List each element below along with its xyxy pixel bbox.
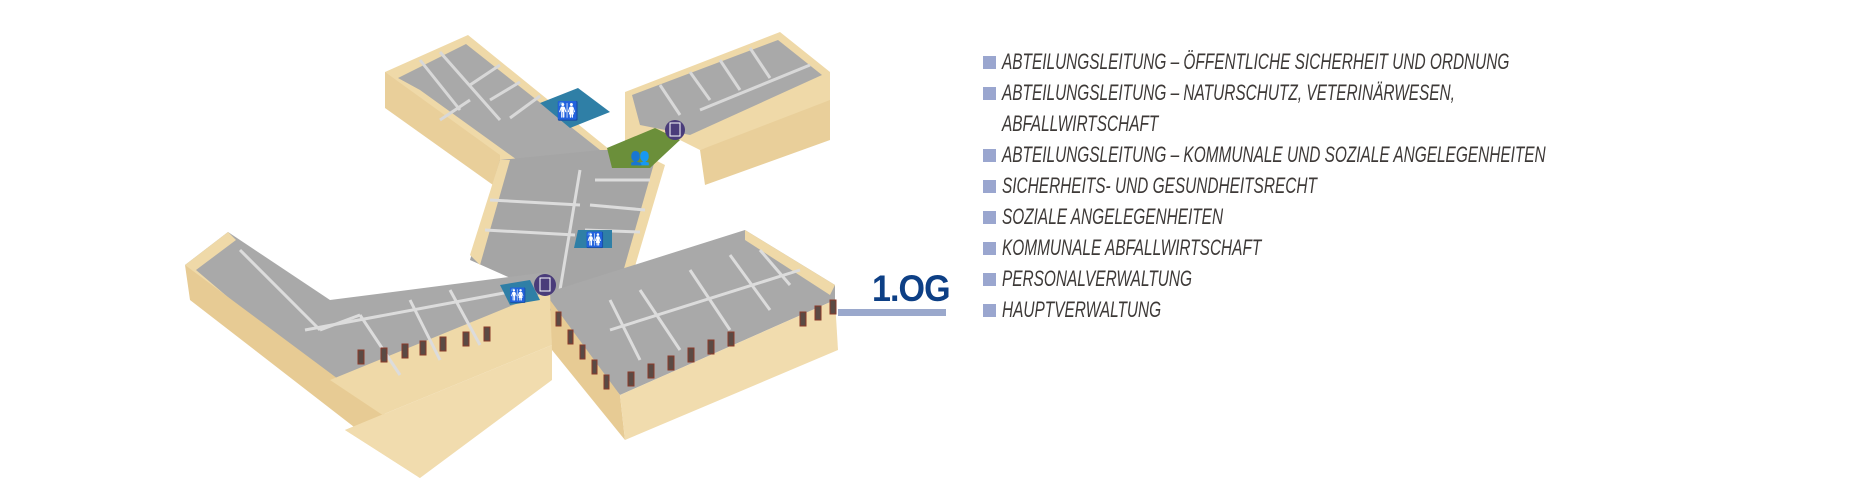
legend-label: SOZIALE ANGELEGENHEITEN (1002, 204, 1224, 229)
meeting-room: 👥 (607, 128, 680, 168)
legend-swatch (983, 149, 996, 162)
legend-swatch (983, 242, 996, 255)
legend-swatch (983, 211, 996, 224)
legend-swatch (983, 87, 996, 100)
floor-level-label: 1.OG (872, 268, 951, 309)
legend-swatch (983, 180, 996, 193)
floor-level-leader-line (838, 309, 946, 316)
legend-label: ABTEILUNGSLEITUNG – ÖFFENTLICHE SICHERHE… (1002, 49, 1510, 74)
legend-label: SICHERHEITS- UND GESUNDHEITSRECHT (1002, 173, 1317, 198)
toilet-room-upper: 🚻 (540, 88, 610, 128)
legend-swatch (983, 273, 996, 286)
legend-label: KOMMUNALE ABFALLWIRTSCHAFT (1002, 235, 1262, 260)
elevator-lower (534, 274, 556, 296)
legend-label-continuation: ABFALLWIRTSCHAFT (1002, 111, 1159, 136)
legend-label: HAUPTVERWALTUNG (1002, 297, 1162, 322)
legend-label: PERSONALVERWALTUNG (1002, 266, 1192, 291)
legend-label: ABTEILUNGSLEITUNG – NATURSCHUTZ, VETERIN… (1002, 80, 1455, 105)
central-corridor (470, 150, 665, 300)
wing-lower-left (185, 232, 560, 478)
elevator-icon (669, 122, 681, 137)
legend-swatch (983, 304, 996, 317)
legend-swatch (983, 56, 996, 69)
toilet-icon: 🚻 (509, 287, 526, 304)
elevator-icon (539, 277, 551, 292)
toilet-room-lower: 🚻 (500, 280, 540, 305)
elevator-upper (665, 120, 685, 140)
toilet-icon: 🚻 (586, 231, 605, 249)
isometric-building-floor-plan: 🚻 👥 🚻 🚻 (185, 32, 838, 478)
wing-upper-left (385, 35, 610, 190)
toilet-icon: 🚻 (557, 100, 579, 121)
legend-label: ABTEILUNGSLEITUNG – KOMMUNALE UND SOZIAL… (1002, 142, 1546, 167)
windows (357, 299, 837, 390)
toilet-room-middle: 🚻 (574, 230, 612, 249)
meeting-room-icon: 👥 (630, 149, 650, 166)
